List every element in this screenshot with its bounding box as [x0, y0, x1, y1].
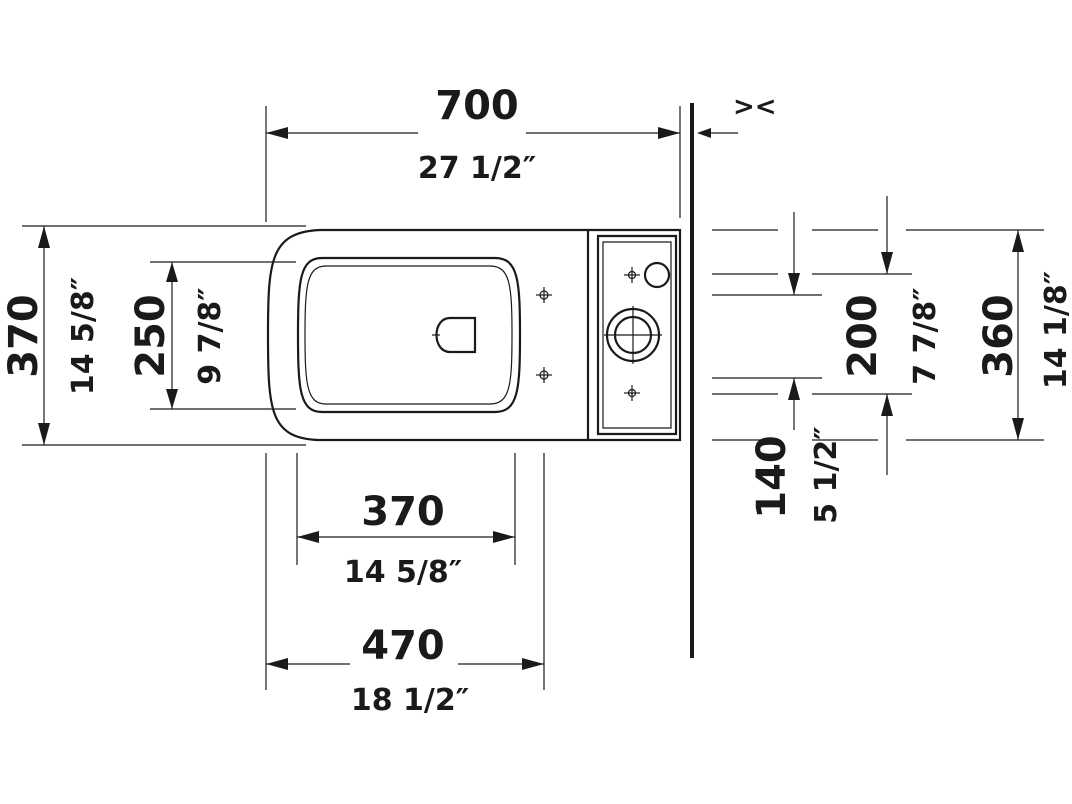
- dim-cistern-inch: 7 7/8″: [881, 196, 943, 475]
- wall-gap-symbol: ><: [733, 92, 777, 122]
- wall-gap-arrow: [697, 128, 711, 138]
- tank-fixing-icon: [624, 385, 640, 401]
- dim-fixing-spacing: 370 14 5/8″: [296, 453, 516, 590]
- dim-fixing-spacing-mm: 370: [361, 489, 445, 535]
- dim-bowl-to-fixing-mm: 470: [361, 623, 445, 669]
- dim-cistern-bottom: 140 5 1/2″: [749, 426, 844, 523]
- dim-cistern-top-inch: 7 7/8″: [908, 287, 943, 384]
- dim-cistern-top-mm: 200: [840, 294, 886, 378]
- dim-cistern-width: 360 14 1/8″: [976, 230, 1072, 440]
- right-extension-lines: [712, 229, 1044, 441]
- dim-seat-opening-mm: 250: [128, 294, 174, 378]
- dim-cistern-bottom-mm: 140: [749, 435, 795, 519]
- dim-overall-length-mm: 700: [435, 83, 519, 129]
- fixing-point-top: [536, 287, 552, 303]
- dim-seat-opening-inch: 9 7/8″: [193, 287, 228, 384]
- dim-overall-length-inch: 27 1/2″: [418, 151, 536, 186]
- water-inlet-icon: [624, 261, 671, 289]
- flush-button-icon: [604, 306, 662, 364]
- dim-bowl-to-fixing: 470 18 1/2″: [265, 453, 545, 718]
- dim-overall-width: 370 14 5/8″: [1, 225, 306, 446]
- dim-overall-width-mm: 370: [1, 294, 47, 378]
- dim-cistern-top: 200: [788, 212, 886, 430]
- dim-bowl-to-fixing-inch: 18 1/2″: [351, 683, 469, 718]
- dim-cistern-width-mm: 360: [976, 294, 1022, 378]
- dim-cistern-bottom-inch: 5 1/2″: [809, 426, 844, 523]
- dim-overall-length: 700 27 1/2″: [265, 83, 681, 222]
- dim-cistern-width-inch: 14 1/8″: [1039, 271, 1072, 389]
- toilet-outline: [266, 228, 682, 442]
- dim-overall-width-inch: 14 5/8″: [66, 277, 101, 395]
- dim-seat-opening: 250 9 7/8″: [128, 261, 296, 410]
- fixing-point-bottom: [536, 367, 552, 383]
- dim-fixing-spacing-inch: 14 5/8″: [344, 555, 462, 590]
